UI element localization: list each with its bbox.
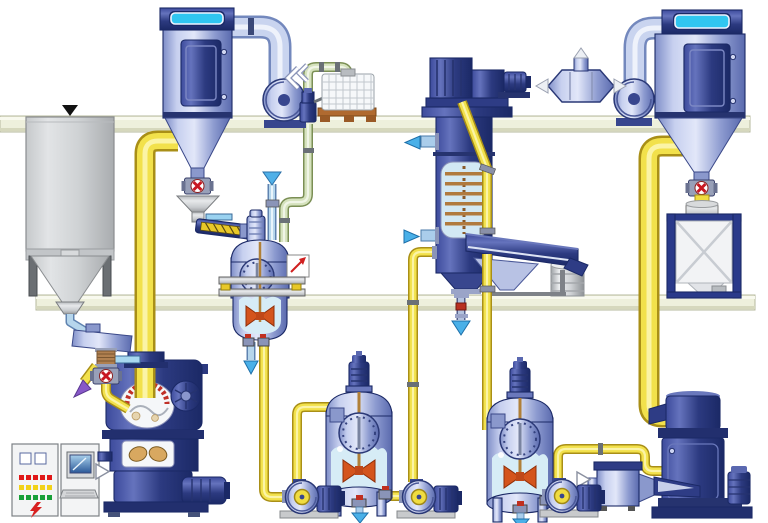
led-row-yellow (19, 485, 52, 490)
filter-door (180, 39, 222, 107)
funnel-icon (262, 171, 282, 186)
exhaust-blower-right (613, 78, 655, 126)
filter-left-exhaust-duct (232, 15, 292, 92)
control-cabinet-computer (59, 443, 100, 517)
mezzanine-lower (35, 294, 756, 311)
cabinet-button (34, 452, 47, 465)
level-indicator-icon (62, 105, 78, 116)
left-arrow-icon (403, 135, 421, 150)
pipe-mill-left-to-filter-left (124, 130, 178, 398)
drain-valve (455, 302, 467, 311)
dosing-funnel (175, 195, 221, 213)
silencer (535, 47, 627, 103)
screw-feeder (194, 218, 251, 240)
tower-water-inlet (403, 227, 439, 244)
pipe-pump-to-vessel-green (279, 124, 314, 242)
rotary-valve-icon (684, 178, 719, 198)
instrument-bar (113, 355, 141, 364)
agitator-motor (246, 215, 266, 243)
exhaust-fan-left (262, 63, 309, 128)
right-arrow-icon (403, 229, 421, 244)
grinding-ring (124, 381, 170, 405)
pipe-tower-head-to-sieve (457, 100, 496, 430)
control-cabinet-lights (11, 443, 59, 518)
led-row-green (19, 495, 52, 500)
cabinet-button (19, 452, 32, 465)
pipe-pump3-to-mill-right (553, 443, 662, 480)
rotary-valve-icon (180, 176, 215, 196)
oversize-spout (563, 257, 589, 277)
classifier-mill-right (648, 391, 753, 519)
purple-arrow-icon (72, 379, 92, 399)
keyboard (59, 489, 99, 499)
big-bag-station (666, 213, 742, 299)
tower-head-drive (421, 57, 531, 118)
ibc-tote (317, 68, 377, 122)
slide-valve-handle (205, 213, 233, 221)
direction-pointer-icon (576, 470, 592, 489)
weighed-mixing-vessel (218, 209, 310, 376)
tower-air-outlet (403, 133, 439, 150)
rotary-valve-icon (88, 366, 124, 386)
load-cell-frame (218, 276, 306, 297)
tower-drain-arrow-icon (451, 320, 471, 336)
filter-right-exhaust-duct (623, 16, 666, 88)
diverter-feeder (71, 323, 141, 414)
manual-addition-funnel-line (262, 171, 282, 240)
mill-feed-chute (101, 384, 131, 414)
drain-arrow-icon (243, 360, 259, 376)
led-row-red (19, 475, 52, 480)
bag-filter-left (159, 7, 251, 240)
storage-silo (25, 105, 115, 342)
direction-pointer-icon (95, 462, 111, 481)
pulse-jet-slot (674, 14, 730, 29)
bag-filter-right (654, 9, 746, 218)
exhaust-chevrons-icon (284, 63, 309, 90)
pulse-jet-slot (170, 12, 224, 25)
mill-drive-motor (181, 476, 227, 505)
mill-right-motor (727, 471, 751, 505)
pipe-vessel-to-pump1 (259, 346, 290, 502)
pipe-pump2-to-tower (407, 247, 435, 482)
centrifugal-pump-2 (396, 478, 463, 519)
lightning-icon (30, 502, 42, 518)
